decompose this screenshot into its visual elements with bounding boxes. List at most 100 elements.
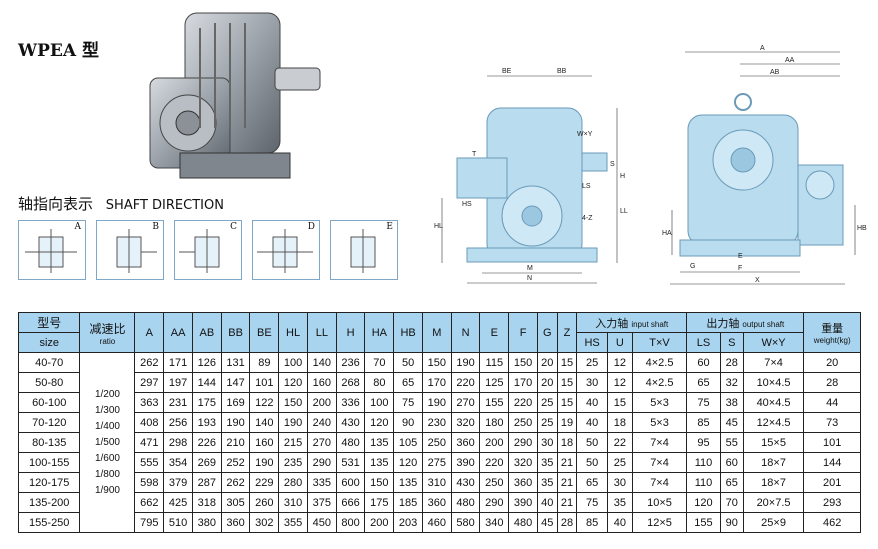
cell-dim: 302 — [249, 512, 280, 533]
cell-output: 60 — [719, 452, 744, 473]
direction-letter-d: D — [307, 222, 315, 232]
cell-dim: 170 — [508, 372, 538, 393]
cell-size: 100-155 — [17, 452, 81, 473]
drawing-label-LL: LL — [620, 208, 628, 215]
shaft-direction-cn: 轴指向表示 — [18, 195, 94, 213]
cell-dim: 21 — [556, 452, 578, 473]
cell-input: 40 — [606, 512, 633, 533]
cell-dim: 270 — [450, 392, 481, 413]
cell-size: 60-100 — [17, 392, 81, 413]
cell-input: 7×4 — [631, 452, 688, 473]
drawing-label-X: X — [755, 277, 760, 284]
cell-dim: 190 — [450, 352, 481, 373]
cell-output: 25×9 — [742, 512, 805, 533]
cell-output: 65 — [719, 472, 744, 493]
cell-input: 30 — [606, 472, 633, 493]
header-weight-cn: 重量 — [821, 323, 844, 335]
cell-dim: 70 — [364, 352, 395, 373]
cell-dim: 318 — [191, 492, 222, 513]
cell-dim: 203 — [393, 512, 423, 533]
cell-dim: 190 — [421, 392, 452, 413]
cell-dim: 135 — [364, 452, 395, 473]
cell-dim: 190 — [278, 412, 308, 433]
cell-dim: 169 — [220, 392, 251, 413]
cell-dim: 297 — [134, 372, 165, 393]
cell-dim: 25 — [536, 392, 558, 413]
ratio-value: 1/900 — [94, 484, 120, 496]
cell-dim: 155 — [479, 392, 510, 413]
cell-dim: 150 — [508, 352, 538, 373]
cell-dim: 800 — [335, 512, 366, 533]
header-output-shaft: 出力轴 output shaft — [686, 312, 805, 333]
cell-input: 5×3 — [631, 412, 688, 433]
cell-dim: 598 — [134, 472, 165, 493]
cell-dim: 290 — [508, 432, 538, 453]
cell-dim: 510 — [163, 512, 193, 533]
cell-dim: 21 — [556, 472, 578, 493]
cell-dim: 215 — [278, 432, 308, 453]
header-size-cn: 型号 — [17, 312, 81, 333]
cell-dim: 21 — [556, 492, 578, 513]
ratio-value: 1/300 — [94, 404, 120, 416]
cell-dim: 336 — [335, 392, 366, 413]
cell-dim: 100 — [278, 352, 308, 373]
cell-dim: 15 — [556, 372, 578, 393]
cell-output: 65 — [686, 372, 721, 393]
cell-output: 38 — [719, 392, 744, 413]
cell-dim: 135 — [393, 472, 423, 493]
cell-dim: 354 — [163, 452, 193, 473]
cell-dim: 101 — [249, 372, 280, 393]
header-input-cn: 入力轴 — [595, 317, 629, 330]
cell-size: 70-120 — [17, 412, 81, 433]
cell-dim: 50 — [393, 352, 423, 373]
cell-dim: 200 — [306, 392, 337, 413]
cell-input: 10×5 — [631, 492, 688, 513]
cell-dim: 40 — [536, 492, 558, 513]
cell-weight: 101 — [803, 432, 861, 453]
cell-weight: 144 — [803, 452, 861, 473]
cell-dim: 290 — [306, 452, 337, 473]
header-col-z: Z — [556, 312, 578, 353]
drawing-label-HA: HA — [662, 230, 672, 237]
cell-dim: 160 — [306, 372, 337, 393]
cell-output: 40×4.5 — [742, 392, 805, 413]
cell-dim: 220 — [479, 452, 510, 473]
cell-input: 75 — [576, 492, 608, 513]
cell-dim: 229 — [249, 472, 280, 493]
cell-dim: 235 — [278, 452, 308, 473]
cell-output: 120 — [686, 492, 721, 513]
cell-dim: 269 — [191, 452, 222, 473]
header-col-aa: AA — [163, 312, 193, 353]
shaft-direction-d: D — [252, 220, 320, 280]
header-output-cn: 出力轴 — [706, 317, 740, 330]
cell-dim: 250 — [508, 412, 538, 433]
cell-dim: 122 — [249, 392, 280, 413]
cell-size: 155-250 — [17, 512, 81, 533]
cell-dim: 175 — [191, 392, 222, 413]
cell-dim: 290 — [479, 492, 510, 513]
cell-dim: 35 — [536, 452, 558, 473]
cell-dim: 425 — [163, 492, 193, 513]
cell-dim: 430 — [335, 412, 366, 433]
header-ratio-cn: 减速比 — [89, 321, 126, 336]
cell-dim: 256 — [163, 412, 193, 433]
cell-dim: 180 — [479, 412, 510, 433]
cell-dim: 120 — [364, 412, 395, 433]
direction-letter-c: C — [230, 222, 237, 232]
shaft-direction-title: 轴指向表示 SHAFT DIRECTION — [18, 193, 224, 214]
cell-weight: 293 — [803, 492, 861, 513]
cell-dim: 20 — [536, 352, 558, 373]
cell-output: 7×4 — [742, 352, 805, 373]
cell-output: 110 — [686, 472, 721, 493]
dimensions-table-wrap: 型号 减速比 ratio A AA AB BB BE HL LL H HA HB… — [17, 312, 861, 533]
cell-dim: 430 — [450, 472, 481, 493]
cell-input: 7×4 — [631, 432, 688, 453]
drawing-label-HB: HB — [857, 225, 867, 232]
cell-dim: 115 — [479, 352, 510, 373]
cell-input: 25 — [606, 452, 633, 473]
cell-dim: 150 — [278, 392, 308, 413]
drawing-label-4Z: 4-Z — [582, 215, 593, 222]
